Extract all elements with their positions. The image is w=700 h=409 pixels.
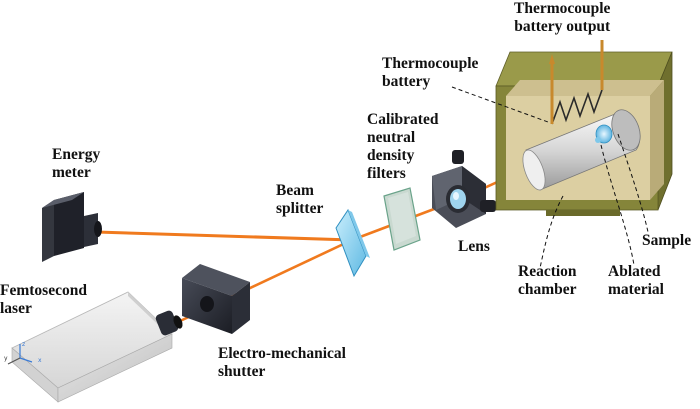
ablated-material: [595, 137, 601, 143]
label-thermocouple-battery-output: Thermocouple battery output: [514, 0, 611, 35]
label-reaction-chamber: Reaction chamber: [518, 263, 577, 298]
label-femtosecond-laser: Femtosecond laser: [0, 282, 87, 317]
axis-z-label: z: [22, 341, 25, 348]
neutral-density-filter: [383, 187, 421, 251]
label-energy-meter: Energy meter: [52, 146, 101, 181]
leader-lines: [451, 86, 649, 269]
axis-x-label: x: [38, 357, 42, 364]
label-electro-mechanical-shutter: Electro-mechanical shutter: [218, 345, 346, 380]
energy-meter: [42, 192, 102, 262]
label-beam-splitter: Beam splitter: [276, 182, 324, 217]
axis-y-label: y: [4, 355, 8, 362]
label-lens: Lens: [458, 238, 490, 255]
label-thermocouple-battery: Thermocouple battery: [382, 55, 479, 90]
beam-splitter: [335, 208, 370, 278]
label-sample: Sample: [642, 232, 692, 249]
femtosecond-laser: [11, 291, 183, 403]
lens-mount: [432, 150, 496, 228]
label-ablated-material: Ablated material: [608, 263, 664, 298]
label-calibrated-filters: Calibrated neutral density filters: [367, 111, 439, 182]
thermocouple-battery: [551, 89, 603, 125]
electro-mechanical-shutter: [182, 264, 250, 334]
beam-splitter-to-energy-meter: [95, 230, 353, 242]
reaction-chamber-housing: [495, 40, 673, 216]
axis-triad: z x y: [4, 341, 42, 365]
